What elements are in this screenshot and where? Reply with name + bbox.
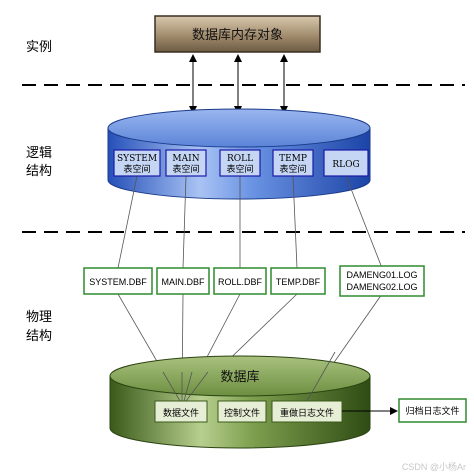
memory-objects-box: 数据库内存对象 xyxy=(154,15,321,53)
tablespace-rlog-name: RLOG xyxy=(332,160,359,170)
tablespace-system: SYSTEM 表空间 xyxy=(113,149,161,177)
tablespace-boxes: SYSTEM 表空间 MAIN 表空间 ROLL 表空间 TEMP 表空间 RL… xyxy=(113,149,369,177)
file-temp-dbf-label: TEMP.DBF xyxy=(276,277,321,287)
file-main-dbf-label: MAIN.DBF xyxy=(161,277,205,287)
tablespace-main: MAIN 表空间 xyxy=(165,149,207,177)
file-roll-dbf: ROLL.DBF xyxy=(213,267,267,295)
memory-arrows xyxy=(189,54,288,114)
watermark: CSDN @小杨Ar xyxy=(402,461,466,472)
database-items: 数据文件 控制文件 重做日志文件 xyxy=(154,400,343,423)
file-log-2-label: DAMENG02.LOG xyxy=(346,282,417,292)
tablespace-rlog: RLOG xyxy=(323,149,369,177)
archive-log-label: 归档日志文件 xyxy=(405,405,459,417)
section-label-instance: 实例 xyxy=(26,39,52,54)
tablespace-roll: ROLL 表空间 xyxy=(219,149,261,177)
section-label-physical-1: 物理 xyxy=(26,309,52,324)
tablespace-roll-name: ROLL xyxy=(227,154,253,164)
db-item-control-files: 控制文件 xyxy=(217,400,267,423)
database-label: 数据库 xyxy=(220,369,259,384)
db-item-redo-log-files: 重做日志文件 xyxy=(271,400,343,423)
tablespace-temp: TEMP 表空间 xyxy=(272,149,314,177)
db-item-data-files: 数据文件 xyxy=(154,400,208,423)
tablespace-main-sub: 表空间 xyxy=(172,163,199,175)
db-item-redo-log-files-label: 重做日志文件 xyxy=(280,407,334,419)
connector-tails xyxy=(162,351,336,402)
section-label-logical-1: 逻辑 xyxy=(26,145,52,160)
section-label-logical-2: 结构 xyxy=(26,163,52,178)
file-system-dbf: SYSTEM.DBF xyxy=(83,267,153,295)
file-system-dbf-label: SYSTEM.DBF xyxy=(89,277,147,287)
database-cylinder: 数据库 xyxy=(109,355,371,449)
db-item-control-files-label: 控制文件 xyxy=(224,407,260,419)
tablespace-roll-sub: 表空间 xyxy=(226,163,253,175)
archive-log-box: 归档日志文件 xyxy=(398,398,467,423)
tablespace-main-name: MAIN xyxy=(172,154,199,164)
file-log-1-label: DAMENG01.LOG xyxy=(346,270,417,280)
db-item-data-files-label: 数据文件 xyxy=(163,407,199,419)
file-main-dbf: MAIN.DBF xyxy=(156,267,210,295)
file-temp-dbf: TEMP.DBF xyxy=(270,267,326,295)
data-file-boxes: SYSTEM.DBF MAIN.DBF ROLL.DBF TEMP.DBF DA… xyxy=(83,265,425,297)
tablespace-system-name: SYSTEM xyxy=(117,154,157,164)
tablespace-temp-name: TEMP xyxy=(279,154,307,164)
file-log-files: DAMENG01.LOG DAMENG02.LOG xyxy=(339,265,425,297)
section-label-physical-2: 结构 xyxy=(26,328,52,343)
memory-objects-label: 数据库内存对象 xyxy=(192,27,283,42)
tablespace-temp-sub: 表空间 xyxy=(279,163,306,175)
tablespace-system-sub: 表空间 xyxy=(123,163,150,175)
file-roll-dbf-label: ROLL.DBF xyxy=(218,277,263,287)
